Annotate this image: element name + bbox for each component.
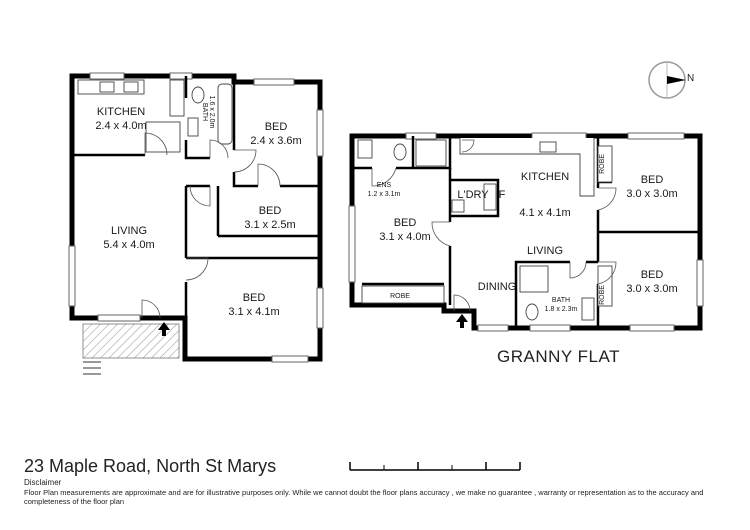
window bbox=[477, 324, 509, 332]
room-name: BED bbox=[243, 292, 266, 304]
interior-wall bbox=[514, 260, 570, 328]
flat-exterior-wall bbox=[349, 133, 703, 331]
window bbox=[316, 287, 324, 329]
room-name: ENS bbox=[377, 182, 392, 189]
kitchen-bench bbox=[459, 138, 595, 197]
room-dims: 3.1 x 4.0m bbox=[379, 231, 430, 243]
robe bbox=[361, 285, 445, 304]
vanity bbox=[581, 297, 595, 321]
interior-wall bbox=[450, 178, 500, 218]
disclaimer-text: Floor Plan measurements are approximate … bbox=[24, 487, 704, 507]
door-swing bbox=[453, 294, 471, 312]
window bbox=[253, 78, 295, 86]
room-name: BED bbox=[641, 174, 664, 186]
window bbox=[629, 324, 675, 332]
stove bbox=[123, 81, 139, 93]
disclaimer-title: Disclaimer bbox=[24, 478, 62, 487]
room-name: LIVING bbox=[111, 225, 147, 237]
kitchen-island bbox=[145, 121, 181, 153]
door-swing bbox=[144, 132, 168, 156]
room-name: BED bbox=[259, 205, 282, 217]
granny-flat-title: GRANNY FLAT bbox=[497, 347, 620, 366]
compass-north-label: N bbox=[687, 73, 695, 84]
door-swing bbox=[371, 167, 397, 187]
sink bbox=[99, 81, 115, 93]
vanity bbox=[187, 117, 199, 137]
window bbox=[316, 109, 324, 157]
bathtub bbox=[217, 83, 233, 145]
vanity bbox=[357, 139, 373, 159]
room-name: L'DRY bbox=[457, 189, 489, 201]
window bbox=[696, 259, 704, 307]
fridge bbox=[483, 183, 497, 211]
granny-flat-plan: ENS 1.2 x 3.1m BED 3.1 x 4.0m ROBE L'DRY… bbox=[348, 132, 704, 332]
door-swing bbox=[141, 299, 161, 319]
main-house-plan: KITCHEN 2.4 x 4.0m BATH 1.6 x 2.0m BED 2… bbox=[68, 72, 324, 375]
toilet bbox=[393, 143, 407, 161]
room-dims: 3.0 x 3.0m bbox=[626, 188, 677, 200]
robe bbox=[597, 145, 613, 183]
window bbox=[97, 314, 141, 322]
interior-wall bbox=[184, 140, 210, 160]
shower bbox=[519, 265, 549, 293]
room-dims: 3.1 x 4.1m bbox=[228, 306, 279, 318]
window bbox=[169, 72, 193, 80]
door-swing bbox=[461, 139, 475, 153]
room-name: ROBE bbox=[599, 154, 606, 174]
room-dims: 4.1 x 4.1m bbox=[519, 207, 570, 219]
door-swing bbox=[189, 185, 211, 207]
room-dims: 5.4 x 4.0m bbox=[103, 239, 154, 251]
window bbox=[529, 324, 571, 332]
window bbox=[627, 132, 685, 140]
window bbox=[89, 72, 125, 80]
entry-arrow bbox=[158, 322, 170, 336]
room-name: BED bbox=[265, 121, 288, 133]
room-name: BATH bbox=[201, 103, 208, 121]
door-swing bbox=[569, 261, 587, 279]
toilet bbox=[525, 303, 539, 321]
door-swing bbox=[257, 163, 281, 187]
door-swing bbox=[597, 187, 617, 211]
room-name: KITCHEN bbox=[97, 106, 145, 118]
window bbox=[348, 205, 356, 283]
room-dims: 3.1 x 2.5m bbox=[244, 219, 295, 231]
laundry-tub bbox=[451, 199, 465, 213]
room-dims: 1.6 x 2.0m bbox=[208, 96, 215, 129]
window bbox=[68, 245, 76, 307]
disclaimer: Disclaimer Floor Plan measurements are a… bbox=[24, 478, 744, 507]
room-name: F bbox=[499, 189, 506, 201]
pantry bbox=[169, 79, 185, 117]
door-swing bbox=[597, 261, 617, 285]
door-swing bbox=[209, 139, 229, 159]
door-swing bbox=[431, 221, 451, 247]
interior-wall bbox=[232, 172, 258, 188]
room-name: ROBE bbox=[390, 293, 410, 300]
door-swing bbox=[233, 149, 257, 173]
shower bbox=[415, 139, 447, 167]
room-dims: 1.2 x 3.1m bbox=[368, 191, 401, 198]
room-dims: 3.0 x 3.0m bbox=[626, 283, 677, 295]
scale-bar bbox=[349, 462, 521, 471]
room-dims: 2.4 x 4.0m bbox=[95, 120, 146, 132]
window bbox=[271, 355, 309, 363]
room-name: ROBE bbox=[599, 285, 606, 305]
room-name: LIVING bbox=[527, 245, 563, 257]
compass-icon bbox=[648, 61, 686, 99]
room-name: KITCHEN bbox=[521, 171, 569, 183]
property-address: 23 Maple Road, North St Marys bbox=[24, 456, 277, 476]
robe bbox=[597, 265, 613, 307]
room-dims: 2.4 x 3.6m bbox=[250, 135, 301, 147]
room-name: DINING bbox=[478, 281, 517, 293]
entry-arrow bbox=[456, 314, 468, 328]
door-swing bbox=[185, 257, 209, 281]
room-name: BATH bbox=[552, 297, 570, 304]
toilet bbox=[191, 86, 205, 104]
room-dims: 1.8 x 2.3m bbox=[545, 306, 578, 313]
room-name: BED bbox=[641, 269, 664, 281]
room-name: BED bbox=[394, 217, 417, 229]
sink bbox=[539, 141, 557, 153]
window bbox=[405, 132, 437, 140]
